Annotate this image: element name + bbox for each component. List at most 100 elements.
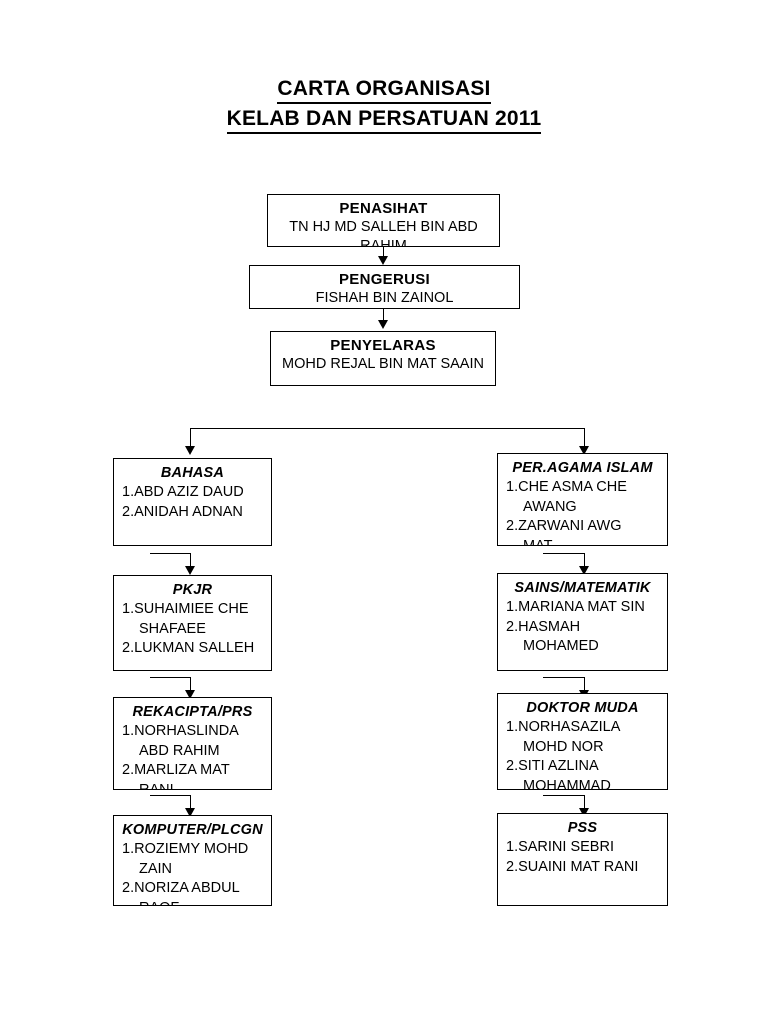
list-number: 2. (506, 618, 519, 635)
list-item: 2.HASMAH MOHAMED (506, 618, 663, 657)
member-name: LUKMAN SALLEH (134, 640, 255, 656)
arrow-penasihat-pengerusi (378, 256, 388, 265)
member-name: CHE ASMA CHE AWANG (518, 479, 627, 515)
box-penyelaras-name: MOHD REJAL BIN MAT SAAIN (282, 356, 484, 372)
unit-title: SAINS/MATEMATIK (514, 580, 651, 596)
list-number: 2. (122, 640, 135, 656)
connector-row1-row2-left-drop (190, 553, 191, 568)
unit-member-list: 1.CHE ASMA CHE AWANG 2.ZARWANI AWG MAT (498, 478, 667, 546)
box-pengerusi[interactable]: PENGERUSI FISHAH BIN ZAINOL (249, 265, 520, 309)
list-item: 2.SUAINI MAT RANI (506, 858, 663, 878)
box-penyelaras[interactable]: PENYELARAS MOHD REJAL BIN MAT SAAIN (270, 331, 496, 386)
connector-row2-row3-left-bar (150, 677, 190, 678)
member-name: SARINI SEBRI (518, 839, 614, 855)
list-item: 1.ABD AZIZ DAUD (122, 483, 267, 503)
connector-row3-row4-right-bar (543, 795, 584, 796)
connector-penasihat-pengerusi (383, 247, 384, 259)
member-name: ANIDAH ADNAN (134, 503, 243, 520)
list-item: 2.ANIDAH ADNAN (122, 503, 267, 523)
member-name: NORIZA ABDUL RAOF (134, 880, 240, 905)
unit-title: PSS (567, 820, 598, 836)
member-name: ABD AZIZ DAUD (134, 484, 244, 500)
unit-box-doktor-muda[interactable]: DOKTOR MUDA 1.NORHASAZILA MOHD NOR 2.SIT… (497, 693, 668, 790)
list-number: 1. (506, 599, 519, 615)
connector-row3-row4-left-bar (150, 795, 190, 796)
connector-row1-row2-right-drop (584, 553, 585, 568)
box-penasihat-role: PENASIHAT (339, 200, 428, 217)
arrow-row4-right (579, 808, 589, 817)
unit-box-rekacipta-prs[interactable]: REKACIPTA/PRS 1.NORHASLINDA ABD RAHIM 2.… (113, 697, 272, 790)
list-number: 1. (122, 841, 135, 857)
chart-title: CARTA ORGANISASI KELAB DAN PERSATUAN 201… (0, 76, 768, 134)
connector-row2-row3-right-bar (543, 677, 584, 678)
unit-member-list: 1.ROZIEMY MOHD ZAIN 2.NORIZA ABDUL RAOF (114, 840, 271, 905)
member-name: NORHASAZILA MOHD NOR (518, 719, 621, 755)
split-bus-row1 (190, 428, 584, 429)
connector-row2-row3-right-drop (584, 677, 585, 692)
connector-row2-row3-left-drop (190, 677, 191, 692)
list-number: 1. (506, 479, 519, 495)
box-pengerusi-role: PENGERUSI (338, 271, 431, 288)
unit-member-list: 1.NORHASLINDA ABD RAHIM 2.MARLIZA MAT RA… (114, 722, 271, 790)
list-number: 1. (506, 839, 519, 855)
box-pengerusi-name: FISHAH BIN ZAINOL (315, 290, 454, 306)
connector-row3-row4-right-drop (584, 795, 585, 810)
arrow-row2-right (579, 566, 589, 575)
list-number: 1. (122, 484, 135, 500)
list-number: 2. (122, 762, 135, 778)
list-item: 1.NORHASAZILA MOHD NOR (506, 718, 663, 757)
unit-box-komputer-plcgn[interactable]: KOMPUTER/PLCGN 1.ROZIEMY MOHD ZAIN 2.NOR… (113, 815, 272, 906)
connector-row1-row2-right-bar (543, 553, 584, 554)
arrow-pengerusi-penyelaras (378, 320, 388, 329)
unit-box-per-agama-islam[interactable]: PER.AGAMA ISLAM 1.CHE ASMA CHE AWANG 2.Z… (497, 453, 668, 546)
unit-title: BAHASA (160, 465, 225, 481)
member-name: ZARWANI AWG MAT (518, 518, 622, 546)
list-number: 1. (122, 723, 135, 739)
list-number: 2. (122, 880, 135, 896)
member-name: SUAINI MAT RANI (518, 858, 639, 875)
unit-member-list: 1.SUHAIMIEE CHE SHAFAEE 2.LUKMAN SALLEH (114, 600, 271, 659)
unit-member-list: 1.MARIANA MAT SIN 2.HASMAH MOHAMED (498, 598, 667, 657)
list-item: 1.NORHASLINDA ABD RAHIM (122, 722, 267, 761)
arrow-row3-left (185, 690, 195, 699)
list-item: 1.ROZIEMY MOHD ZAIN (122, 840, 267, 879)
unit-title: PER.AGAMA ISLAM (512, 460, 653, 476)
unit-box-bahasa[interactable]: BAHASA 1.ABD AZIZ DAUD 2.ANIDAH ADNAN (113, 458, 272, 546)
unit-title: DOKTOR MUDA (526, 700, 639, 716)
list-item: 1.CHE ASMA CHE AWANG (506, 478, 663, 517)
connector-row3-row4-left-drop (190, 795, 191, 810)
list-number: 2. (506, 758, 519, 774)
list-number: 2. (506, 518, 519, 534)
arrow-row1-right (579, 446, 589, 455)
unit-member-list: 1.ABD AZIZ DAUD 2.ANIDAH ADNAN (114, 483, 271, 522)
list-item: 1.SUHAIMIEE CHE SHAFAEE (122, 600, 267, 639)
split-bus-row1-right-drop (584, 428, 585, 448)
box-penasihat[interactable]: PENASIHAT TN HJ MD SALLEH BIN ABD RAHIM (267, 194, 500, 247)
unit-box-pss[interactable]: PSS 1.SARINI SEBRI 2.SUAINI MAT RANI (497, 813, 668, 906)
list-item: 1.SARINI SEBRI (506, 838, 663, 858)
unit-member-list: 1.SARINI SEBRI 2.SUAINI MAT RANI (498, 838, 667, 877)
connector-row1-row2-left-bar (150, 553, 190, 554)
unit-title: REKACIPTA/PRS (132, 704, 253, 720)
member-name: MARIANA MAT SIN (518, 599, 645, 615)
list-item: 2.NORIZA ABDUL RAOF (122, 879, 267, 905)
member-name: ROZIEMY MOHD ZAIN (134, 841, 249, 877)
arrow-row1-left (185, 446, 195, 455)
unit-box-sains-matematik[interactable]: SAINS/MATEMATIK 1.MARIANA MAT SIN 2.HASM… (497, 573, 668, 671)
list-number: 1. (506, 719, 519, 735)
unit-title: KOMPUTER/PLCGN (122, 822, 263, 838)
box-penasihat-name: TN HJ MD SALLEH BIN ABD RAHIM (289, 219, 478, 247)
arrow-row2-left (185, 566, 195, 575)
list-number: 1. (122, 601, 135, 617)
connector-pengerusi-penyelaras (383, 309, 384, 322)
member-name: SUHAIMIEE CHE SHAFAEE (134, 601, 249, 637)
split-bus-row1-left-drop (190, 428, 191, 448)
list-item: 1.MARIANA MAT SIN (506, 598, 663, 618)
member-name: NORHASLINDA ABD RAHIM (134, 723, 239, 759)
unit-box-pkjr[interactable]: PKJR 1.SUHAIMIEE CHE SHAFAEE 2.LUKMAN SA… (113, 575, 272, 671)
title-line-2: KELAB DAN PERSATUAN 2011 (226, 106, 542, 134)
unit-title: PKJR (172, 582, 213, 598)
arrow-row4-left (185, 808, 195, 817)
member-name: MARLIZA MAT RANI (134, 762, 230, 790)
